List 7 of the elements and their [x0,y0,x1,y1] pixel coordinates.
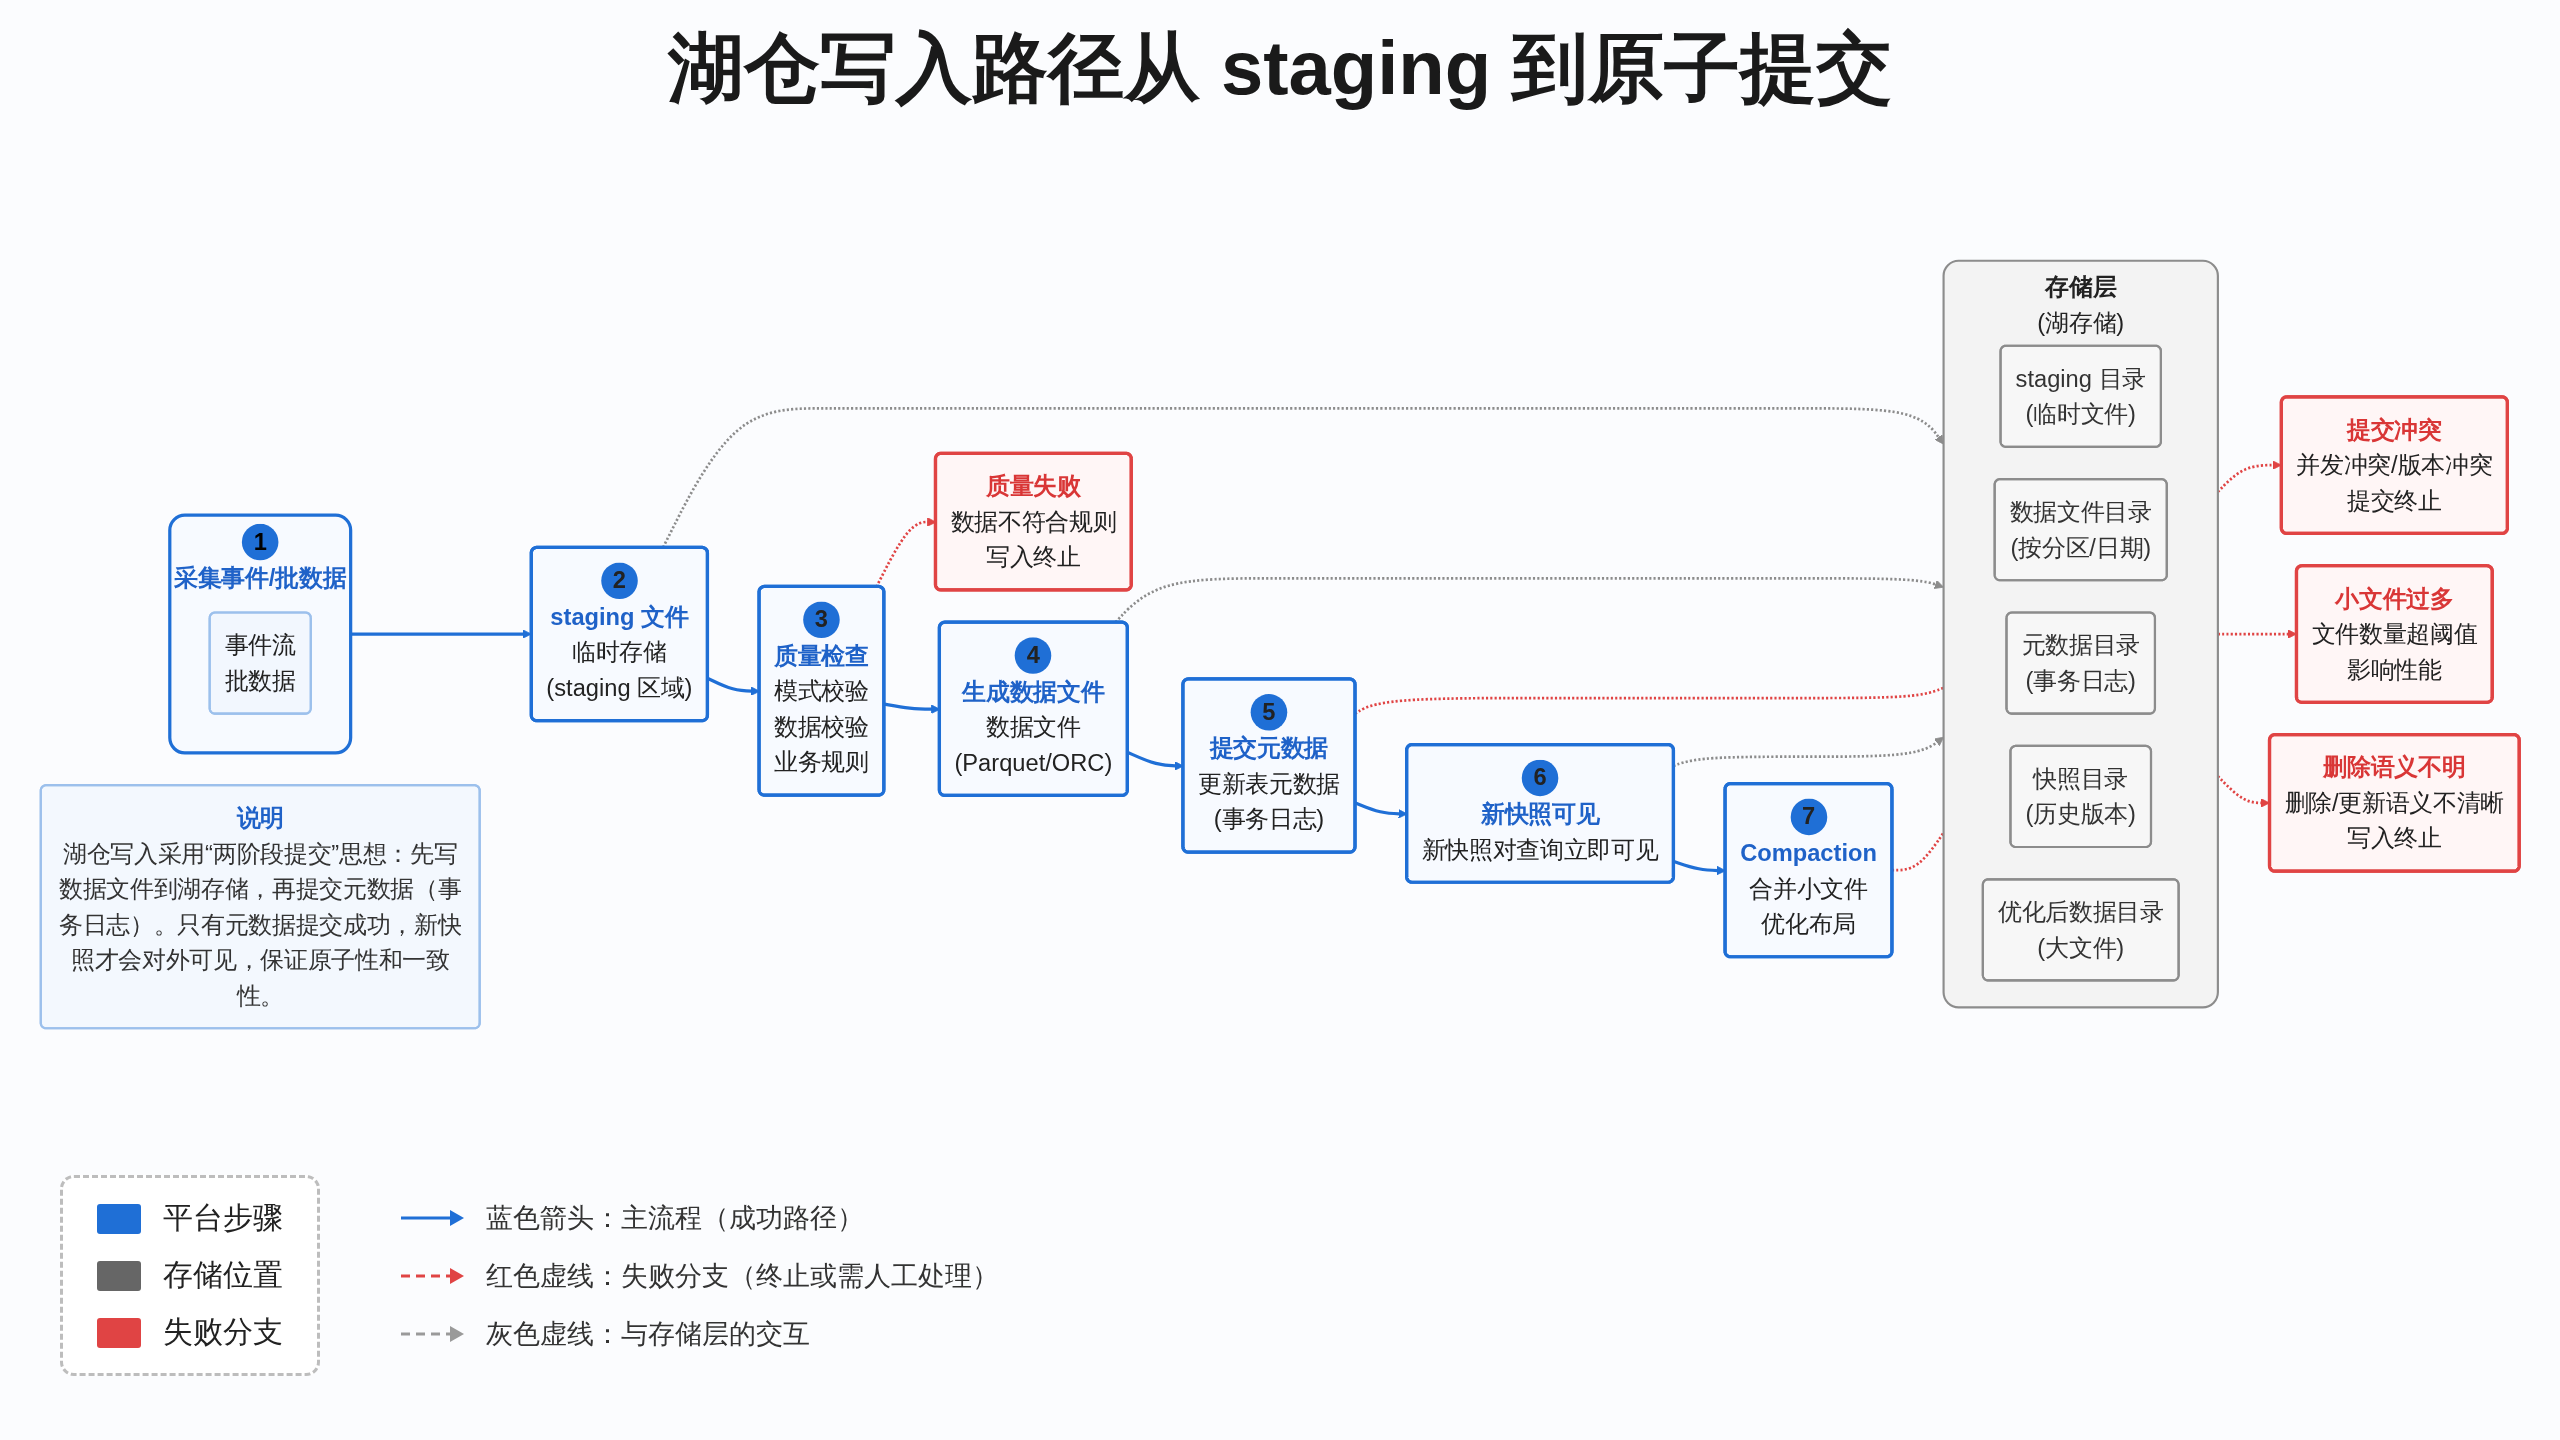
legend-label: 平台步骤 [163,1200,283,1236]
legend-label: 失败分支 [163,1314,283,1350]
diagram-title: 湖仓写入路径从 staging 到原子提交 [667,24,1893,112]
legend-label: 红色虚线：失败分支（终止或需人工处理） [486,1259,999,1293]
legend-label: 灰色虚线：与存储层的交互 [486,1317,810,1351]
legend-label: 蓝色箭头：主流程（成功路径） [486,1201,864,1235]
legend-label: 存储位置 [163,1257,283,1293]
